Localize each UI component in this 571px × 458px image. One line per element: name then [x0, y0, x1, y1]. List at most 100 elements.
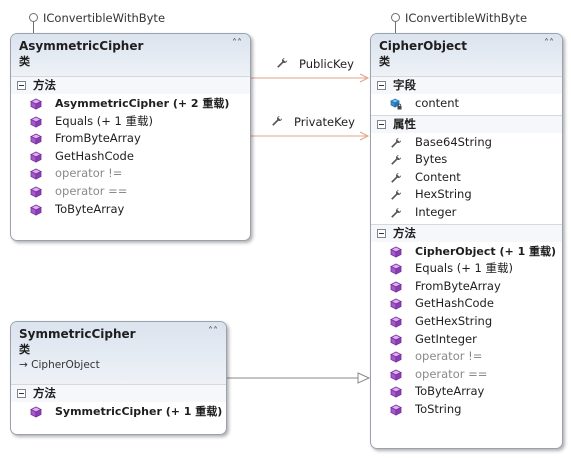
methods-list: SymmetricCipher (+ 1 重载) [11, 402, 226, 423]
collapse-chevron-icon[interactable]: ˄˄ [232, 38, 242, 49]
interface-circle-icon [391, 13, 400, 22]
method-item[interactable]: FromByteArray [371, 278, 562, 296]
class-kind: 类 [379, 55, 390, 68]
method-item[interactable]: GetInteger [371, 331, 562, 349]
method-cube-icon [390, 246, 402, 258]
method-name: AsymmetricCipher (+ 2 重载) [55, 97, 230, 110]
method-item[interactable]: operator != [371, 348, 562, 366]
section-label: 属性 [393, 116, 416, 131]
method-cube-icon [30, 186, 42, 198]
method-name: CipherObject (+ 1 重载) [415, 244, 557, 258]
fields-list: content [371, 94, 562, 115]
method-name: operator == [55, 183, 128, 198]
section-collapse-icon[interactable] [17, 81, 26, 90]
section-methods-header[interactable]: 方法 [371, 223, 562, 242]
property-item[interactable]: Bytes [371, 151, 562, 169]
method-cube-icon [390, 334, 402, 346]
method-name: Equals (+ 1 重载) [415, 261, 513, 276]
method-item[interactable]: Equals (+ 1 重载) [371, 260, 562, 278]
property-wrench-icon [391, 137, 402, 148]
property-wrench-icon [391, 190, 402, 201]
property-item[interactable]: Base64String [371, 134, 562, 152]
section-label: 字段 [393, 78, 416, 92]
method-item[interactable]: GetHashCode [371, 295, 562, 313]
method-name: GetHashCode [415, 296, 494, 311]
field-item[interactable]: content [371, 95, 562, 113]
section-label: 方法 [33, 78, 56, 92]
method-name: GetHexString [415, 313, 493, 328]
property-wrench-icon [391, 207, 402, 218]
method-item[interactable]: GetHashCode [11, 148, 250, 166]
property-item[interactable]: HexString [371, 186, 562, 204]
method-item[interactable]: Equals (+ 1 重载) [11, 113, 250, 131]
property-item[interactable]: Content [371, 169, 562, 187]
class-kind: 类 [19, 343, 30, 356]
interface-stem [395, 22, 396, 34]
property-wrench-icon [391, 155, 402, 165]
method-name: GetHashCode [55, 148, 134, 163]
method-item[interactable]: AsymmetricCipher (+ 2 重载) [11, 95, 250, 113]
method-name: operator != [55, 166, 123, 181]
wrench-icon [277, 58, 288, 68]
method-item[interactable]: operator != [11, 165, 250, 183]
section-collapse-icon[interactable] [377, 119, 386, 129]
method-name: ToByteArray [55, 201, 125, 216]
method-cube-icon [390, 369, 402, 381]
section-methods-header[interactable]: 方法 [11, 76, 250, 94]
class-header: CipherObject 类 ˄˄ [371, 34, 562, 76]
class-symmetric-cipher[interactable]: SymmetricCipher 类 → CipherObject ˄˄ 方法 S… [10, 321, 227, 435]
section-fields-header[interactable]: 字段 [371, 76, 562, 94]
section-label: 方法 [33, 386, 56, 400]
method-item[interactable]: SymmetricCipher (+ 1 重载) [11, 403, 226, 421]
method-name: ToByteArray [415, 384, 485, 399]
section-label: 方法 [393, 225, 416, 240]
method-item[interactable]: ToByteArray [371, 383, 562, 401]
collapse-chevron-icon[interactable]: ˄˄ [208, 326, 218, 337]
method-item[interactable]: CipherObject (+ 1 重载) [371, 243, 562, 261]
class-name: SymmetricCipher [19, 327, 136, 341]
method-item[interactable]: ToByteArray [11, 201, 250, 219]
collapse-chevron-icon[interactable]: ˄˄ [544, 38, 554, 49]
method-item[interactable]: FromByteArray [11, 130, 250, 148]
method-item[interactable]: operator == [371, 366, 562, 384]
property-name: Base64String [415, 134, 492, 149]
class-asymmetric-cipher[interactable]: AsymmetricCipher 类 ˄˄ 方法 AsymmetricCiphe… [10, 33, 251, 241]
property-item[interactable]: Integer [371, 204, 562, 222]
section-collapse-icon[interactable] [377, 228, 386, 238]
property-name: Bytes [415, 152, 448, 167]
method-cube-icon [30, 98, 42, 110]
class-cipher-object[interactable]: CipherObject 类 ˄˄ 字段 content 属性 Base64St… [370, 33, 563, 449]
class-kind: 类 [19, 55, 30, 68]
method-cube-icon [30, 406, 42, 418]
class-header: SymmetricCipher 类 → CipherObject ˄˄ [11, 322, 226, 384]
section-collapse-icon[interactable] [17, 389, 26, 398]
interface-circle-icon [29, 13, 38, 22]
method-cube-icon [390, 351, 402, 363]
section-properties-header[interactable]: 属性 [371, 114, 562, 133]
interface-stem [33, 22, 34, 34]
method-cube-icon [30, 116, 42, 128]
method-name: FromByteArray [55, 131, 141, 146]
property-wrench-icon [391, 172, 402, 183]
method-item[interactable]: ToString [371, 401, 562, 419]
method-item[interactable]: GetHexString [371, 313, 562, 331]
method-name: operator != [415, 349, 483, 364]
interface-label: IConvertibleWithByte [43, 11, 166, 25]
method-item[interactable]: operator == [11, 183, 250, 201]
method-cube-icon [30, 168, 42, 181]
method-cube-icon [390, 281, 402, 293]
method-cube-icon [30, 133, 42, 145]
method-name: ToString [415, 401, 462, 416]
section-methods-header[interactable]: 方法 [11, 384, 226, 402]
private-key-label: PrivateKey [294, 115, 355, 129]
wrench-icon [272, 116, 283, 126]
class-header: AsymmetricCipher 类 ˄˄ [11, 34, 250, 76]
section-collapse-icon[interactable] [377, 81, 386, 90]
method-cube-icon [390, 263, 402, 275]
method-cube-icon [30, 151, 42, 163]
method-name: Equals (+ 1 重载) [55, 113, 153, 128]
class-name: AsymmetricCipher [19, 39, 144, 53]
inherits-arrow-icon: → [19, 359, 28, 371]
